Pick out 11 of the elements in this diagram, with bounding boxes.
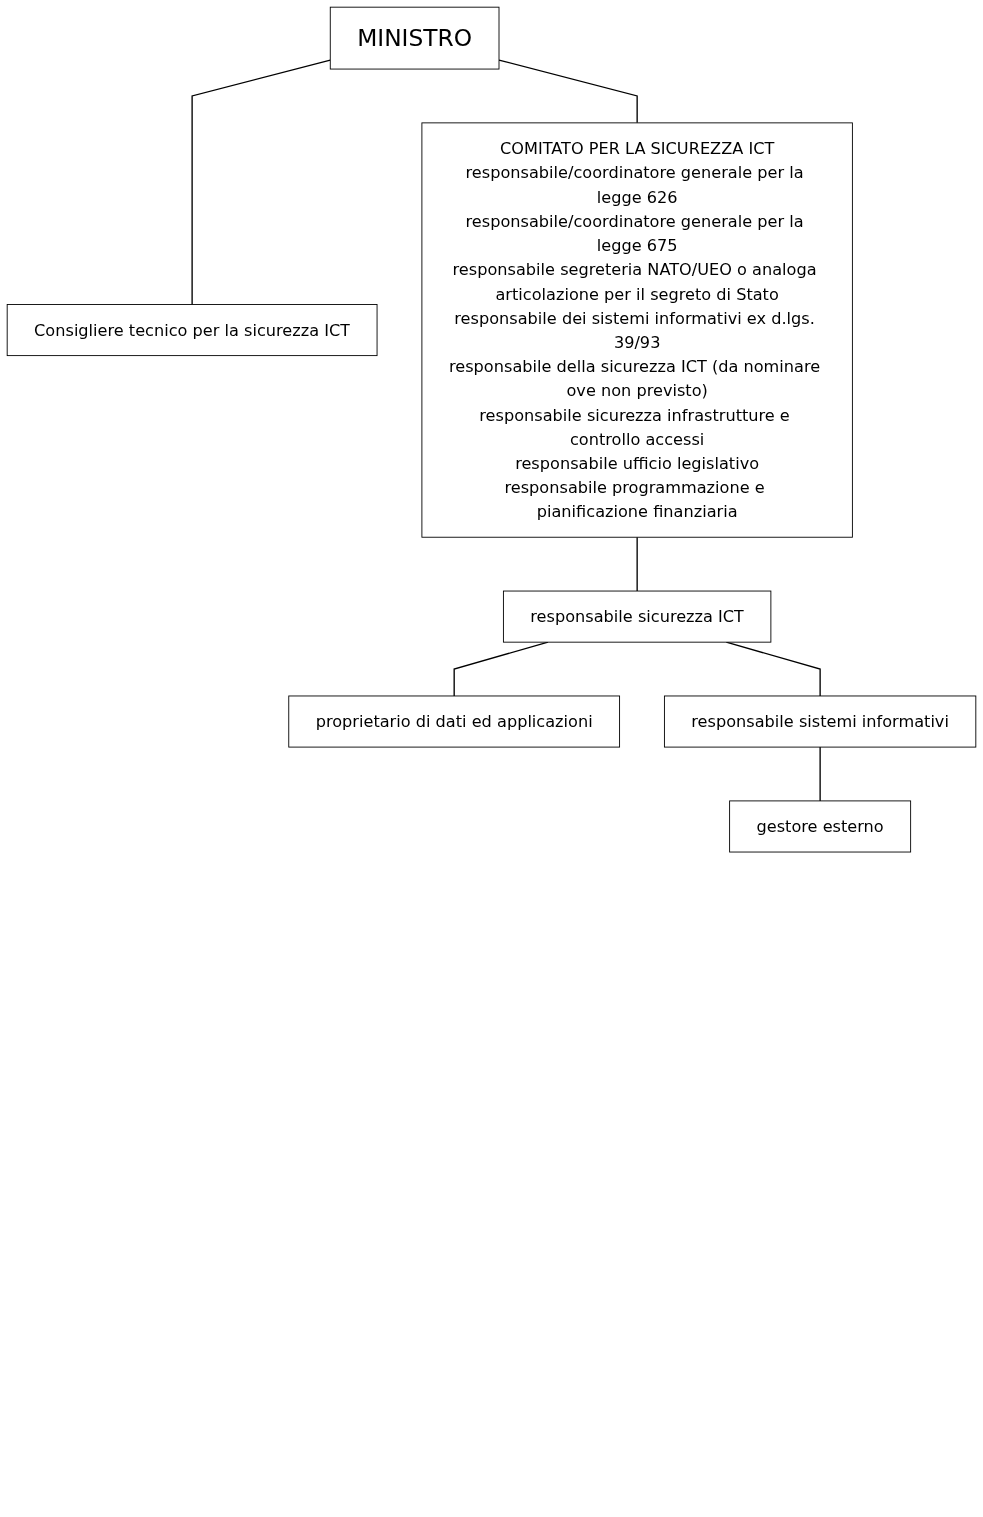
node-box: proprietario di dati ed applicazioni <box>288 695 621 748</box>
connector <box>498 59 638 124</box>
node-box: responsabile sicurezza ICT <box>502 590 772 643</box>
node-box: Consigliere tecnico per la sicurezza ICT <box>6 304 378 357</box>
node-box: COMITATO PER LA SICUREZZA ICT responsabile/coordinatore generale per la legge 626 responsabile/coordinatore generale per la legge 675 responsabile segreteria NATO/UEO o analoga articolazione per il segreto di Stato responsabile dei sistemi informativi ex d.lgs. 39/93 responsabile della sicurezza ICT (da nominare ove non previsto) responsabile sicurezza infrastrutture e controllo accessi responsabile ufficio legislativo responsabile programmazione e pianificazione finanziaria <box>421 122 853 538</box>
connector <box>819 746 821 802</box>
node-box: gestore esterno <box>729 800 912 853</box>
node-box: responsabile sistemi informativi <box>663 695 977 748</box>
node-box: MINISTRO <box>329 6 500 70</box>
connector <box>636 536 638 592</box>
connector <box>191 59 331 306</box>
